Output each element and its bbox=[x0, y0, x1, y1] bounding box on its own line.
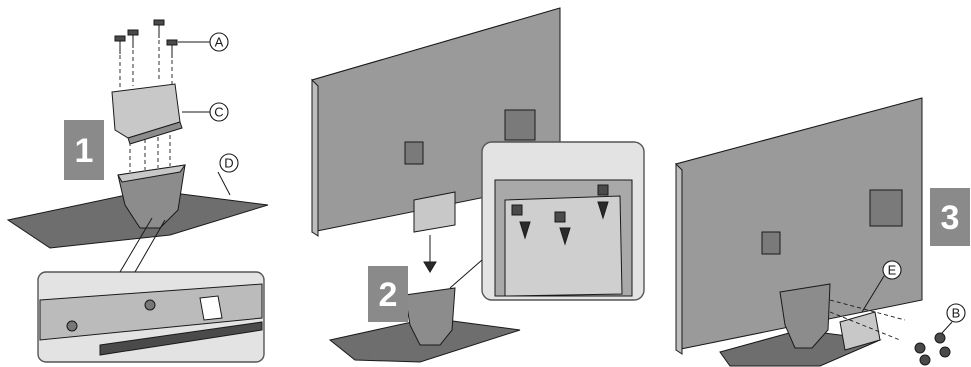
callout-a-label: A bbox=[215, 35, 224, 50]
screw-b-2 bbox=[940, 347, 950, 357]
callout-b-label: B bbox=[952, 306, 961, 321]
screw-b-4 bbox=[920, 355, 930, 365]
step-2-number: 2 bbox=[379, 276, 398, 314]
callout-e-label: E bbox=[888, 263, 897, 278]
step-1-number: 1 bbox=[75, 132, 94, 170]
callout-c-label: C bbox=[214, 105, 223, 120]
panel-step-1 bbox=[8, 20, 268, 362]
panel-step-2 bbox=[312, 8, 644, 362]
callout-d-label: D bbox=[224, 156, 233, 171]
screw-b-1 bbox=[935, 333, 945, 343]
step-3-number: 3 bbox=[941, 199, 960, 237]
cover-e bbox=[840, 312, 880, 350]
screws-a bbox=[115, 20, 177, 58]
panel-step-3 bbox=[676, 98, 952, 366]
screw-b-3 bbox=[915, 343, 925, 353]
